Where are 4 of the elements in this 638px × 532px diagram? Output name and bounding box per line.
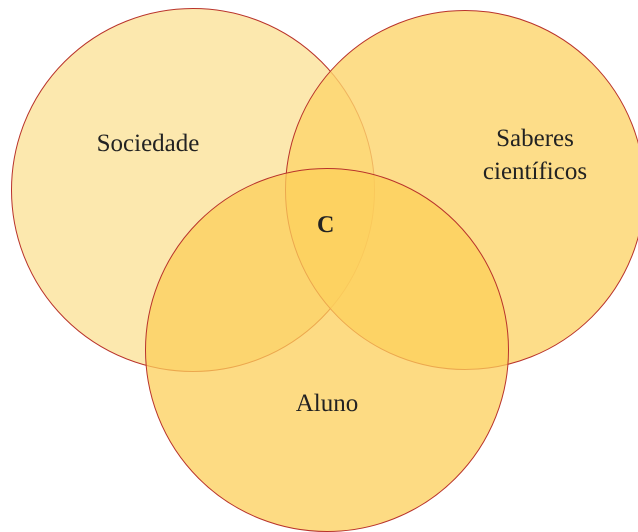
circle-label: Saberes científicos [482,124,588,186]
circle-label: Aluno [294,389,360,419]
circle-label: Sociedade [96,129,200,159]
intersection-label: C [317,212,334,239]
